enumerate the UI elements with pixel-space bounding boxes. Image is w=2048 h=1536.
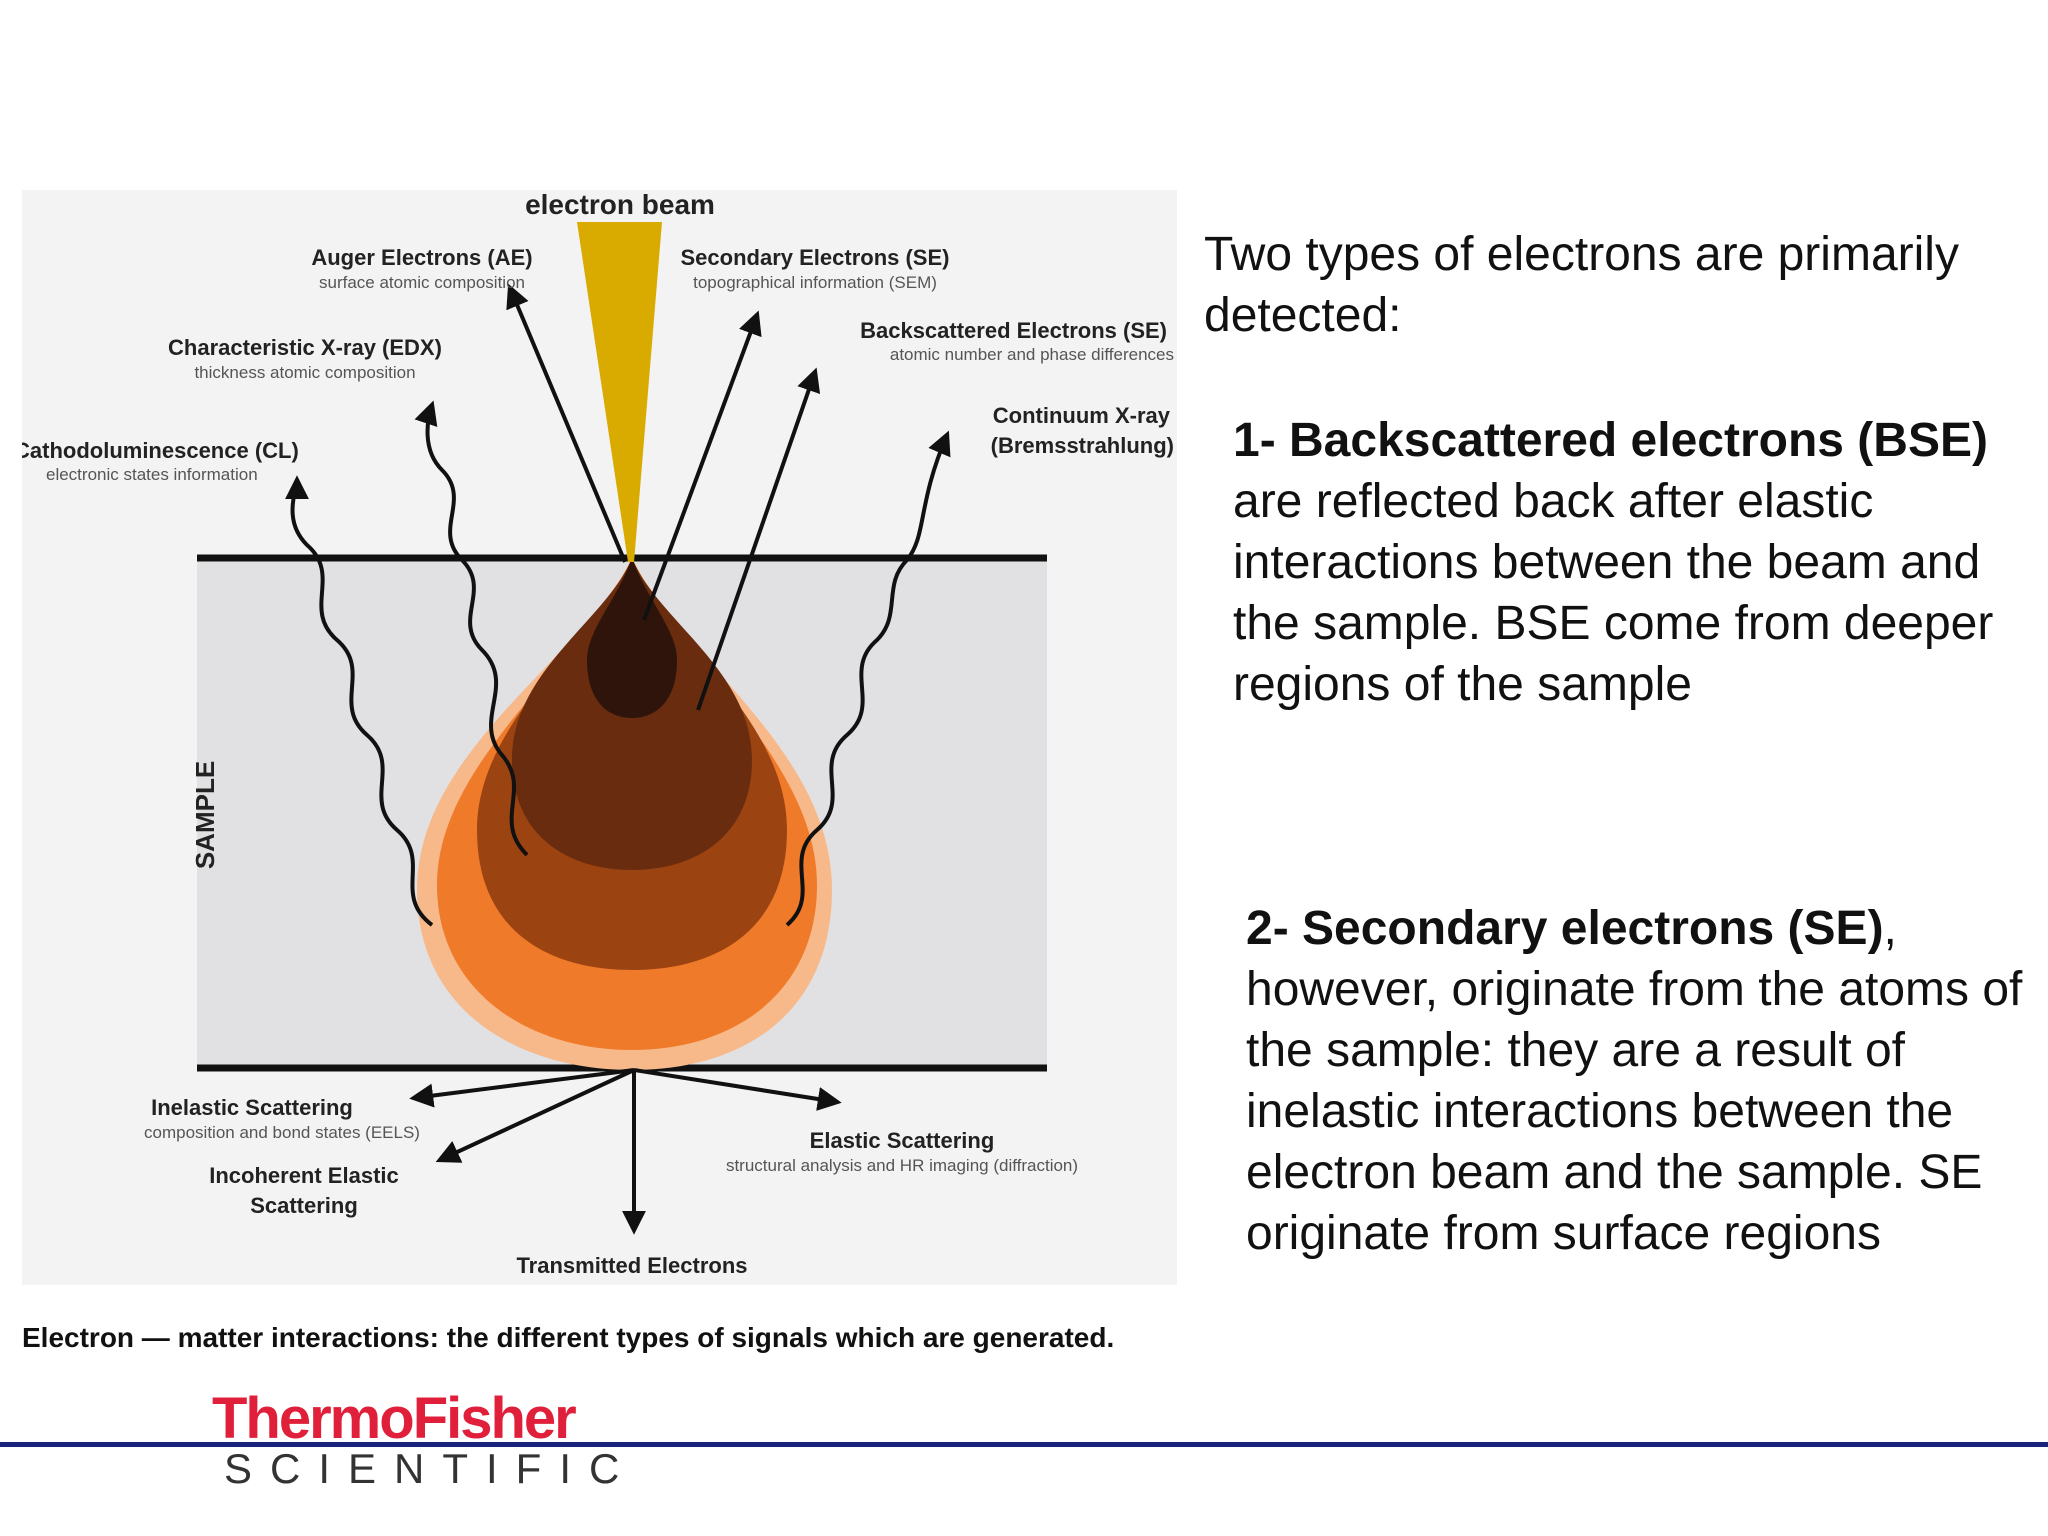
bottom-rule [0, 1442, 2048, 1447]
logo-fisher: Fisher [412, 1386, 577, 1451]
backscattered-arrow [696, 367, 821, 711]
thermo-fisher-logo: ThermoFisher SCIENTIFIC [212, 1385, 632, 1505]
inelastic-arrow [409, 1068, 635, 1108]
incoherent-label-2: Scattering [250, 1193, 358, 1218]
figure-caption: Electron — matter interactions: the diff… [22, 1322, 1115, 1353]
interaction-volume-core [587, 558, 677, 718]
se-paragraph: 2- Secondary electrons (SE), however, or… [1246, 898, 2036, 1264]
auger-arrow [506, 283, 627, 563]
inelastic-label: Inelastic Scattering [151, 1095, 353, 1120]
intro-text: Two types of electrons are primarily det… [1204, 228, 1959, 342]
cathodoluminescence-wave [284, 475, 434, 927]
se-heading: 2- Secondary electrons (SE) [1246, 902, 1884, 955]
se-description: , however, originate from the atoms of t… [1246, 902, 2023, 1260]
elastic-label: Elastic Scattering [810, 1128, 995, 1153]
bse-heading: 1- Backscattered electrons (BSE) [1233, 414, 1988, 467]
secondary-arrow [642, 310, 762, 621]
continuum-xray-label-2: (Bremsstrahlung) [991, 433, 1174, 458]
elastic-sublabel: structural analysis and HR imaging (diff… [726, 1156, 1078, 1175]
electron-beam [577, 222, 662, 562]
cathodoluminescence-label: Cathodoluminescence (CL) [22, 438, 299, 463]
transmitted-label: Transmitted Electrons [516, 1253, 747, 1278]
auger-sublabel: surface atomic composition [319, 273, 525, 292]
characteristic-xray-label: Characteristic X-ray (EDX) [168, 335, 442, 360]
continuum-xray-label: Continuum X-ray [993, 403, 1171, 428]
logo-thermo: Thermo [212, 1386, 415, 1451]
sample-label: SAMPLE [190, 761, 220, 869]
incoherent-arrow [435, 1068, 635, 1163]
characteristic-xray-wave [414, 400, 529, 857]
bse-description: are reflected back after elastic interac… [1233, 475, 1994, 711]
characteristic-xray-sublabel: thickness atomic composition [194, 363, 415, 382]
inelastic-sublabel: composition and bond states (EELS) [144, 1123, 420, 1142]
bse-paragraph: 1- Backscattered electrons (BSE) are ref… [1233, 410, 2013, 715]
logo-wordmark: ThermoFisher [212, 1385, 577, 1452]
backscattered-sublabel: atomic number and phase differences [890, 345, 1174, 364]
auger-label: Auger Electrons (AE) [311, 245, 532, 270]
continuum-xray-wave [785, 430, 951, 927]
elastic-arrow [633, 1068, 842, 1111]
cathodoluminescence-sublabel: electronic states information [46, 465, 258, 484]
secondary-label: Secondary Electrons (SE) [681, 245, 950, 270]
incoherent-label: Incoherent Elastic [209, 1163, 399, 1188]
electron-interaction-figure: electron beam Auger Electrons (AE) surfa… [22, 190, 1177, 1285]
logo-scientific: SCIENTIFIC [224, 1445, 638, 1492]
electron-beam-label: electron beam [525, 190, 715, 220]
secondary-sublabel: topographical information (SEM) [693, 273, 937, 292]
backscattered-label: Backscattered Electrons (SE) [860, 318, 1167, 343]
